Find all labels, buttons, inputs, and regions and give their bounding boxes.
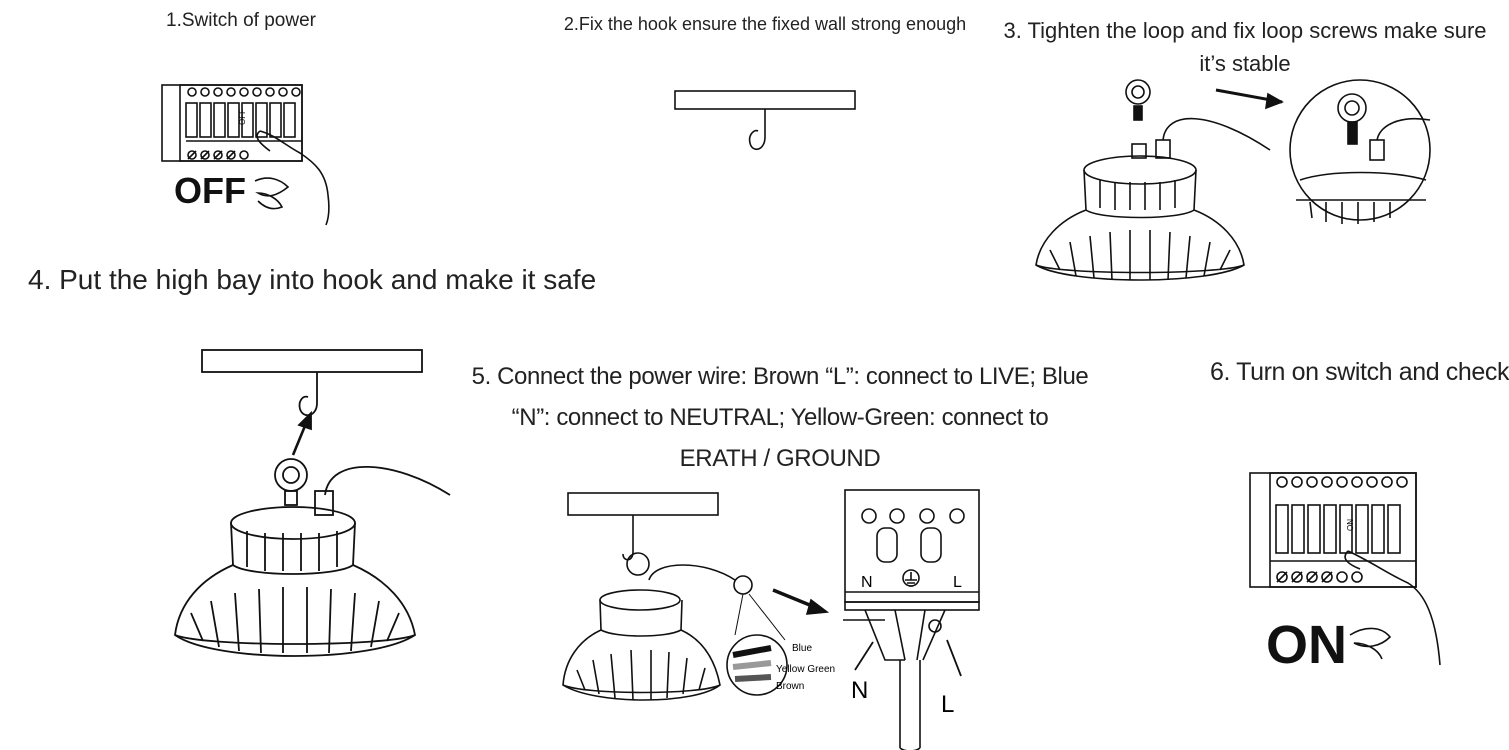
step1-caption: 1.Switch of power: [166, 10, 316, 31]
ceiling-plank: [567, 492, 719, 516]
terminal-label-l: L: [953, 574, 962, 591]
breaker-top-terminals: [187, 87, 301, 97]
breaker-top-terminals: [1276, 476, 1408, 488]
terminal-screw-n: [876, 527, 898, 563]
step4-caption: 4. Put the high bay into hook and make i…: [28, 264, 597, 295]
step2-caption: 2.Fix the hook ensure the fixed wall str…: [563, 14, 967, 34]
ceiling-plank: [201, 349, 423, 373]
hook-icon: [298, 372, 318, 417]
step6-caption: 6. Turn on switch and check: [1210, 358, 1509, 386]
eye-bolt-icon: [1125, 79, 1151, 105]
wire-end-detail: [733, 575, 753, 595]
breaker-bottom-terminals: [1276, 571, 1363, 583]
breaker-panel: [1249, 472, 1417, 588]
step2-hook-illustration: [674, 90, 856, 150]
step1-breaker-illustration: OFF OFF: [161, 84, 330, 226]
hand-outline: [254, 130, 330, 226]
step3-loop-illustration: [1035, 79, 1431, 281]
step5-wiring-illustration: Blue Yellow Green Brown N L N L: [562, 489, 980, 750]
step6-breaker-illustration: ON ON: [1249, 472, 1441, 675]
switch-label-on: ON: [1346, 519, 1355, 531]
wire-label-brown: Brown: [776, 681, 804, 692]
breaker-modules: [185, 102, 302, 142]
switch-label-off: OFF: [238, 109, 247, 125]
wire-zoom-circle: [726, 634, 788, 696]
pointer-label-l: L: [941, 691, 954, 718]
hook-icon: [622, 515, 634, 561]
zoom-detail-circle: [1289, 79, 1431, 221]
eye-bolt-icon: [626, 552, 650, 576]
power-cable: [324, 465, 451, 496]
eye-bolt-icon: [274, 458, 308, 492]
wire-label-yellow-green: Yellow Green: [776, 664, 835, 675]
step3-caption: 3. Tighten the loop and fix loop screws …: [1003, 18, 1487, 76]
power-cable: [648, 564, 736, 581]
terminal-screw-l: [920, 527, 942, 563]
wire-label-blue: Blue: [792, 643, 812, 654]
step5-caption: 5. Connect the power wire: Brown “L”: co…: [471, 363, 1089, 472]
off-badge: OFF: [174, 170, 246, 211]
breaker-bottom-terminals: [187, 150, 249, 160]
ceiling-plank: [674, 90, 856, 110]
hand-outline: [1344, 550, 1441, 666]
on-badge: ON: [1266, 615, 1347, 675]
pointer-label-n: N: [851, 677, 868, 704]
step4-hang-illustration: [174, 349, 451, 657]
terminal-label-n: N: [861, 574, 873, 591]
breaker-modules: [1270, 504, 1416, 562]
hook-icon: [748, 109, 766, 150]
power-cable: [1162, 117, 1271, 151]
